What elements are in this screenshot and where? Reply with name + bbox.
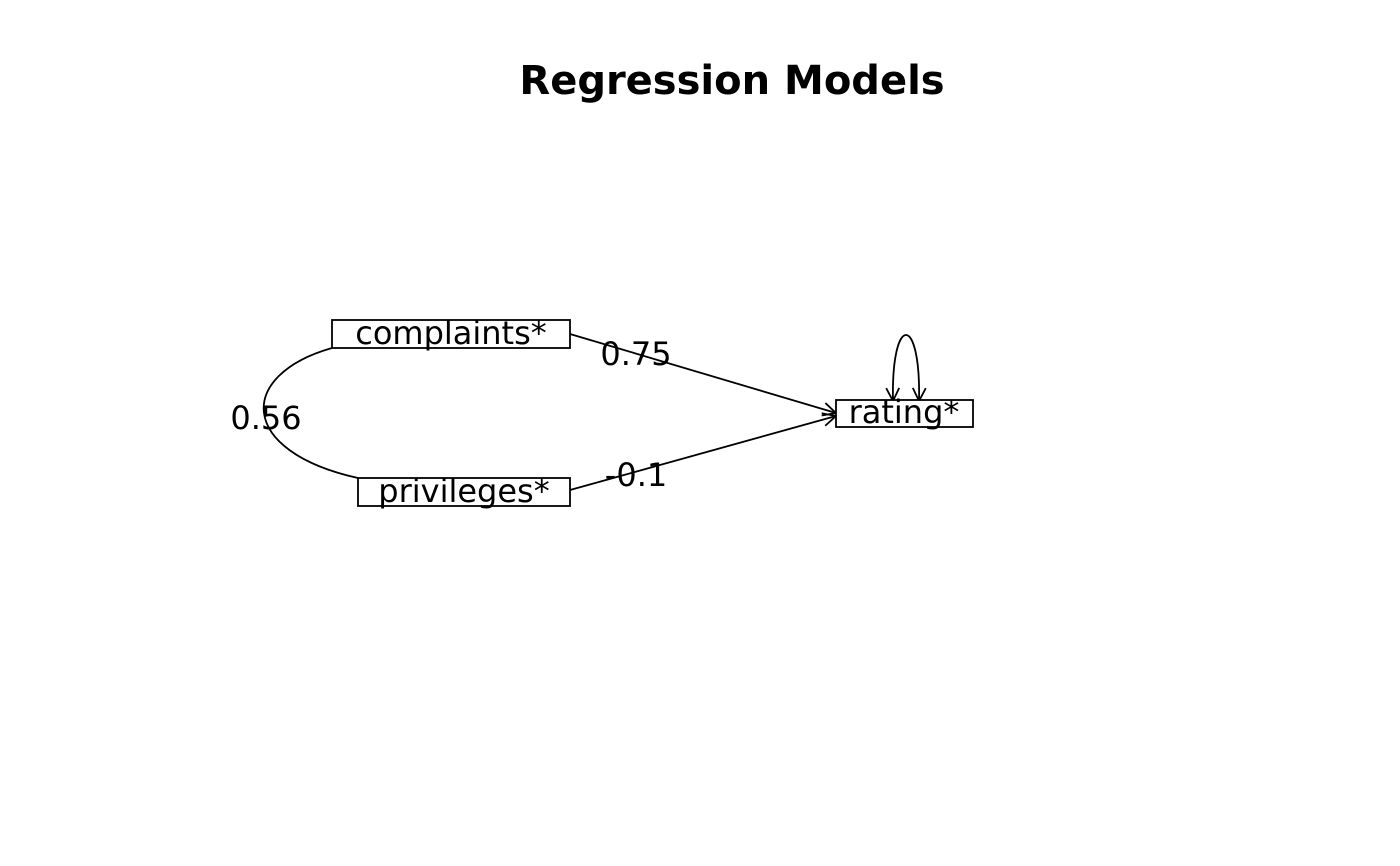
node-rating: rating* bbox=[835, 393, 974, 431]
edge-coefficient-label: 0.75 bbox=[600, 335, 671, 373]
node-label: rating* bbox=[849, 393, 960, 431]
node-box bbox=[357, 477, 571, 507]
diagram-title: Regression Models bbox=[519, 58, 944, 104]
node-box bbox=[331, 319, 571, 349]
node-privileges: privileges* bbox=[357, 472, 571, 510]
rating-variance-self-loop bbox=[885, 334, 927, 404]
covariance-curve-line bbox=[263, 347, 359, 479]
node-box bbox=[835, 399, 974, 428]
regression-arrow-line bbox=[569, 333, 838, 417]
regression-arrow-line bbox=[569, 412, 838, 491]
node-label: privileges* bbox=[378, 472, 549, 510]
edge-coefficient-label: 0.56 bbox=[230, 399, 301, 437]
node-label: complaints* bbox=[355, 314, 547, 352]
node-complaints: complaints* bbox=[331, 314, 571, 352]
edge-coefficient-label: -0.1 bbox=[605, 456, 667, 494]
edge-complaints-privileges-covariance bbox=[263, 347, 359, 479]
edge-complaints-to-rating bbox=[569, 333, 838, 417]
self-loop-line bbox=[885, 334, 927, 404]
edge-privileges-to-rating bbox=[569, 412, 838, 491]
